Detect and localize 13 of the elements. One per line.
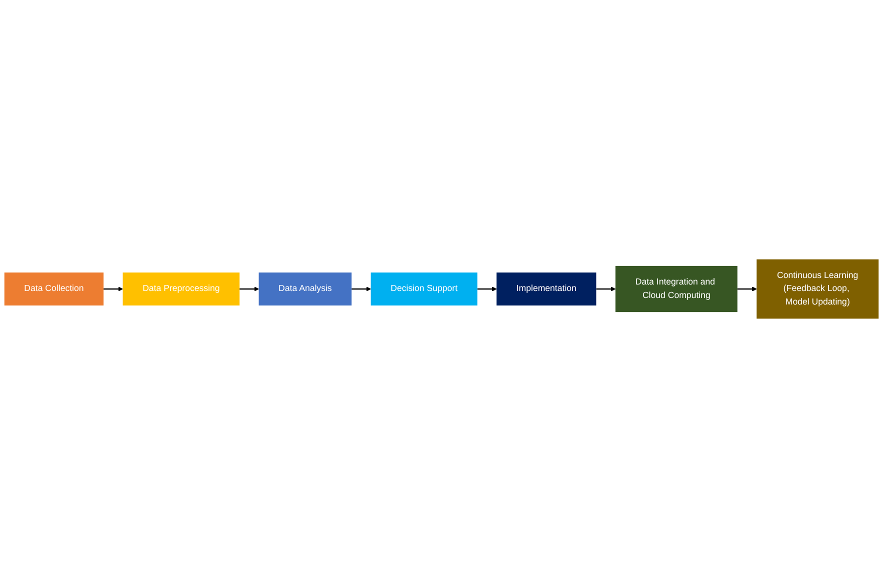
arrow	[596, 286, 616, 292]
node-box: Decision Support	[370, 272, 478, 306]
node-box: Continuous Learning (Feedback Loop, Model Updating)	[756, 259, 879, 319]
arrow	[104, 286, 123, 292]
node-box: Implementation	[496, 272, 596, 306]
arrow	[737, 286, 757, 292]
arrow	[352, 286, 372, 292]
node-box: Data Integration and Cloud Computing	[615, 266, 738, 312]
node-box: Data Analysis	[258, 272, 352, 306]
arrow	[240, 286, 259, 292]
arrow	[477, 286, 497, 292]
node-box: Data Preprocessing	[122, 272, 240, 306]
node-box: Data Collection	[4, 272, 104, 306]
